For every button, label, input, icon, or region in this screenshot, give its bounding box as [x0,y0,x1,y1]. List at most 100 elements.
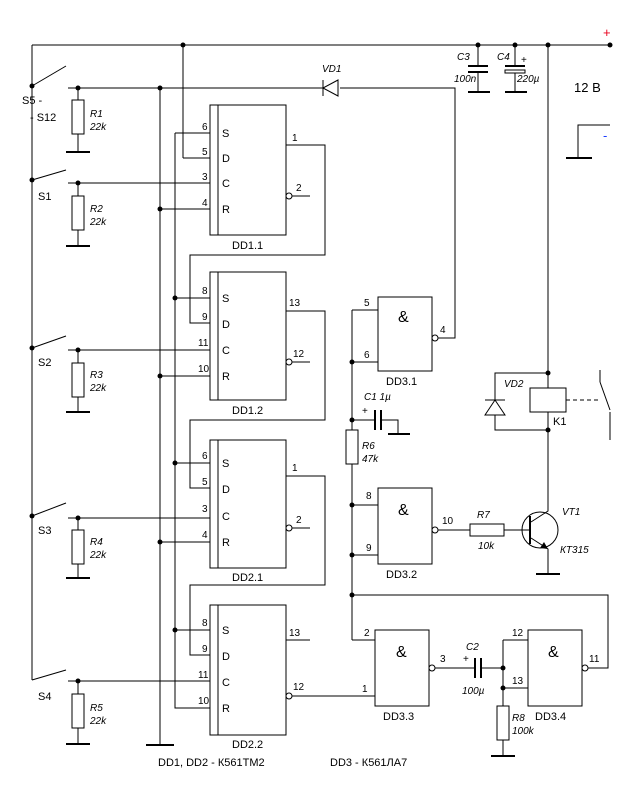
dd2-1-label: DD2.1 [232,572,263,584]
vd1-label: VD1 [322,64,341,75]
dd3-3-pin-num: 1 [362,684,368,695]
dd3-2-pin-num: 8 [366,491,372,502]
nand-dd3-1 [349,296,440,385]
note-dd1-dd2: DD1, DD2 - К561ТМ2 [158,757,265,769]
switch-s3-label: S3 [38,525,51,537]
c2-plus: + [463,654,469,665]
positive-rail [29,42,613,680]
c4-plus: + [521,55,527,66]
switch-s4-label: S4 [38,691,51,703]
dd3-3-label: DD3.3 [383,711,414,723]
resistor-r7 [469,523,524,537]
switch-s5-s12-label-1: S5 - [22,95,43,107]
dd3-4-pin-num: 11 [589,654,600,665]
resistor-r6 [345,429,359,640]
r7-name: R7 [477,510,490,521]
r8-value: 100k [512,726,535,737]
r1-value: 22k [89,122,107,133]
dd1-2-pin-num: 13 [289,298,301,309]
c1-plus: + [362,406,368,417]
c4-value: 220µ [516,74,540,85]
transistor-vt1 [521,500,560,575]
dd2-1-pin-r: R [222,537,230,549]
dd3-3-pin-num: 2 [364,628,370,639]
dd3-1-label: DD3.1 [386,376,417,388]
dd1-2-pin-num: 9 [202,312,208,323]
switch-s5-s12 [31,65,175,89]
dd2-1-pin-num: 2 [296,515,302,526]
dd1-1-pin-num: 6 [202,122,208,133]
nand-dd3-2 [352,487,470,565]
resistor-r3 [66,347,90,413]
c3-name: C3 [457,52,470,63]
dd3-2-label: DD3.2 [386,569,417,581]
dd3-4-pin-num: 12 [512,628,524,639]
dd2-1-pin-num: 4 [202,530,208,541]
c3-value: 100n [454,74,477,85]
c2-value: 100µ [462,686,485,697]
switch-s5-s12-label-2: - S12 [30,112,56,124]
r3-value: 22k [89,383,107,394]
dd1-1-pin-num: 1 [292,133,298,144]
dd2-2-pin-num: 13 [289,628,301,639]
resistor-r2 [66,180,90,247]
vt1-name: VT1 [562,507,580,518]
dd3-1-pin-num: 5 [364,298,370,309]
dd1-1-pin-num: 4 [202,198,208,209]
r4-value: 22k [89,550,107,561]
supply-minus-sign: - [603,128,607,143]
dd3-2-pin-num: 10 [442,516,454,527]
note-dd3: DD3 - К561ЛА7 [330,757,407,769]
relay-k1 [529,45,611,500]
dd2-2-pin-c: C [222,677,230,689]
resistor-r5 [66,678,90,745]
nand-dd3-3 [352,629,475,707]
dd1-2-pin-s: S [222,293,229,305]
dd1-2-pin-num: 11 [198,338,209,349]
dd3-1-pin-num: 6 [364,350,370,361]
dd1-2-pin-num: 8 [202,286,208,297]
resistor-r1 [66,85,90,153]
dd1-2-pin-d: D [222,319,230,331]
switch-s3 [31,502,210,519]
dd2-2-label: DD2.2 [232,739,263,751]
dd2-2-pin-r: R [222,703,230,715]
c2-name: C2 [466,642,479,653]
dd1-1-pin-num: 5 [202,147,208,158]
dd2-1-pin-num: 3 [202,504,208,515]
dd1-2-pin-r: R [222,371,230,383]
dd2-2-pin-num: 9 [202,644,208,655]
dd2-1-pin-d: D [222,484,230,496]
dd1-1-label: DD1.1 [232,240,263,252]
vd2-label: VD2 [504,379,524,390]
dd3-4-pin-num: 13 [512,676,524,687]
r1-name: R1 [90,109,103,120]
dd2-1-pin-num: 1 [292,463,298,474]
diode-vd2 [484,372,548,431]
capacitor-c4 [504,45,527,93]
dd1-1-pin-num: 2 [296,183,302,194]
dd1-1-pin-c: C [222,178,230,190]
r6-name: R6 [362,441,375,452]
dd3-3-symbol: & [396,644,407,661]
r4-name: R4 [90,537,103,548]
dd3-4-label: DD3.4 [535,711,566,723]
dd1-1-pin-r: R [222,204,230,216]
supply-plus-sign: + [603,25,611,40]
dd2-1-pin-c: C [222,511,230,523]
dd1-1-pin-s: S [222,128,229,140]
c4-name: C4 [497,52,510,63]
capacitor-c2 [474,658,506,678]
dd3-3-pin-num: 3 [440,654,446,665]
dd2-2-pin-num: 11 [198,670,209,681]
flipflop-dd2-1 [160,439,326,656]
switch-s1-label: S1 [38,191,51,203]
dd2-2-pin-d: D [222,651,230,663]
capacitor-c1 [349,385,410,435]
dd3-4-symbol: & [548,644,559,661]
dd3-2-symbol: & [398,502,409,519]
r7-value: 10k [478,541,495,552]
dd2-1-pin-s: S [222,458,229,470]
dd2-2-pin-num: 10 [198,696,210,707]
